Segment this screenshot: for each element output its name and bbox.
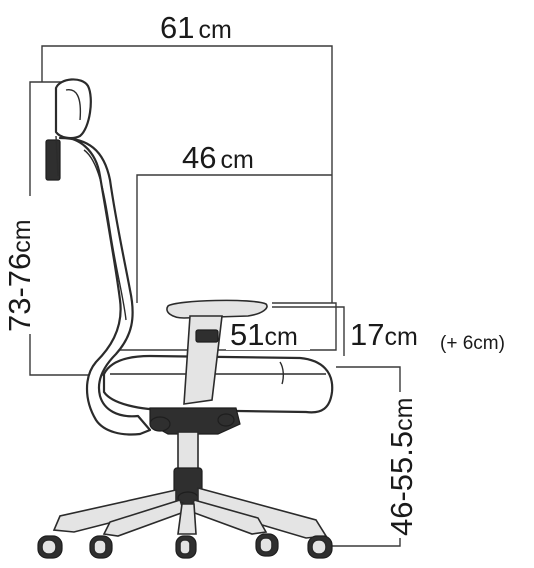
seat-width-label: 51cm xyxy=(230,317,298,352)
armrest-button xyxy=(195,329,219,343)
armrest-height-line xyxy=(272,306,345,356)
caster-wheels xyxy=(37,533,333,559)
armrest-pad xyxy=(166,299,268,319)
seat-depth-line xyxy=(136,174,332,303)
back-height-label: 73-76cm xyxy=(2,219,37,332)
seat-height-label: 46-55.5cm xyxy=(384,398,419,536)
seat-cushion xyxy=(102,354,334,414)
base-leg-front xyxy=(177,503,197,535)
gas-cylinder-upper xyxy=(177,431,199,471)
chair-illustration xyxy=(37,78,334,559)
armrest-adjustment-label: (+ 6cm) xyxy=(440,333,505,354)
armrest-height-label: 17cm xyxy=(350,317,418,352)
headrest xyxy=(54,78,92,140)
